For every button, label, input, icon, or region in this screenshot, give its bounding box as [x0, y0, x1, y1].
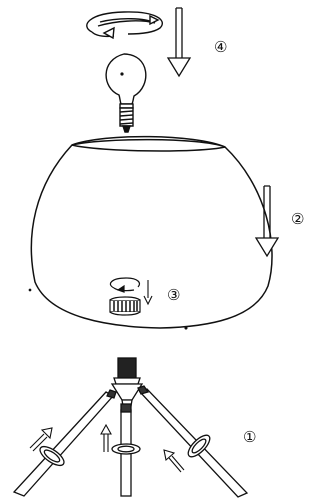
rotate-arrow-icon [109, 277, 141, 293]
step-number-3: ③ [167, 286, 180, 304]
down-arrow-icon [143, 280, 153, 306]
light-bulb [105, 53, 147, 133]
lamp-shade [28, 135, 273, 330]
down-arrow-icon [254, 185, 280, 258]
step-number-4: ④ [214, 38, 227, 56]
rotate-arrow-icon [86, 11, 163, 40]
step-number-2: ② [291, 210, 304, 228]
diagonal-arrow-icon [29, 427, 53, 452]
diagonal-arrow-icon [163, 449, 185, 473]
tripod-leg-right [137, 385, 249, 498]
tripod-leg-center [111, 403, 141, 497]
step-number-1: ① [243, 428, 256, 446]
lamp-socket [110, 357, 144, 413]
tripod-leg-left [12, 389, 117, 497]
threaded-ring [109, 296, 141, 316]
down-arrow-icon [166, 7, 192, 78]
up-arrow-icon [100, 423, 112, 452]
step-1-group: ① [12, 357, 256, 498]
step-4-group: ④ [86, 7, 227, 133]
step-3-group: ③ [109, 277, 180, 316]
step-2-group: ② [28, 135, 304, 330]
